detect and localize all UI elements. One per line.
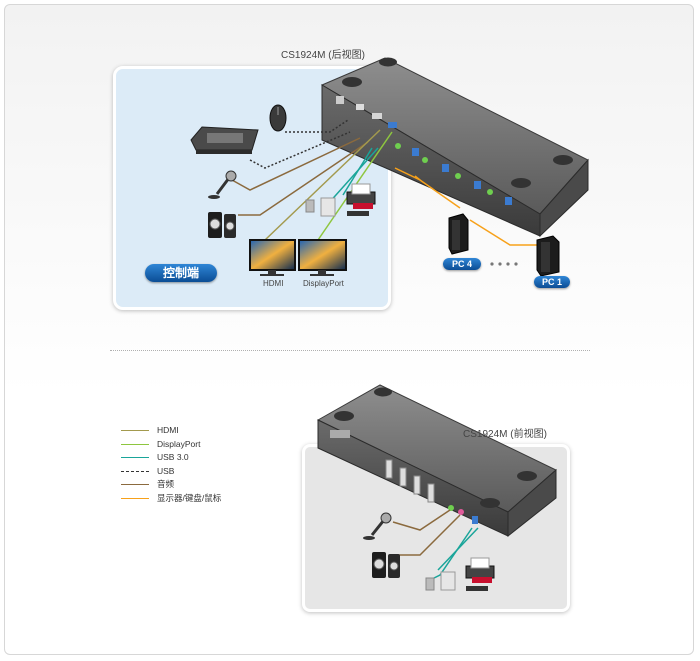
usb-device-icon [305,197,336,217]
legend-swatch [121,484,149,485]
kvm-switch-rear [320,57,589,238]
front-printer-icon [465,557,495,591]
pc4-badge: PC 4 [443,258,481,270]
displayport-monitor-label: DisplayPort [303,279,344,288]
legend-swatch [121,430,149,431]
kvm-switch-front [316,384,557,538]
legend-swatch [121,457,149,458]
front-microphone-icon [363,512,392,540]
legend-label: USB 3.0 [157,452,189,462]
pc1-badge: PC 1 [534,276,570,288]
legend-swatch [121,443,149,445]
front-usb-device-icon [425,571,456,591]
front-view-title: CS1924M (前视图) [463,429,547,440]
microphone-icon [208,170,237,199]
hdmi-monitor-label: HDMI [263,279,284,288]
legend-label: DisplayPort [157,438,201,449]
legend-swatch [121,470,149,472]
section-divider [110,350,590,351]
displayport-monitor-icon [298,239,347,276]
console-cables [231,119,393,241]
printer-icon [346,183,376,216]
legend-swatch [121,497,149,499]
legend-label: 音频 [157,479,175,489]
legend-label: HDMI [157,425,179,435]
pc-ellipsis [490,262,518,266]
front-cables [392,509,479,581]
pc-cables [394,167,538,246]
pc4-tower-icon [448,213,469,255]
legend-label: USB [157,465,175,476]
front-speakers-icon [372,552,400,578]
legend-label: 显示器/键盘/鼠标 [157,492,222,503]
hdmi-monitor-icon [249,239,296,276]
speakers-icon [208,212,236,238]
pc1-tower-icon [536,235,560,277]
keyboard-icon [190,126,259,154]
rear-view-title: CS1924M (后视图) [281,50,365,61]
mouse-icon [269,104,287,132]
console-badge: 控制端 [145,264,217,282]
